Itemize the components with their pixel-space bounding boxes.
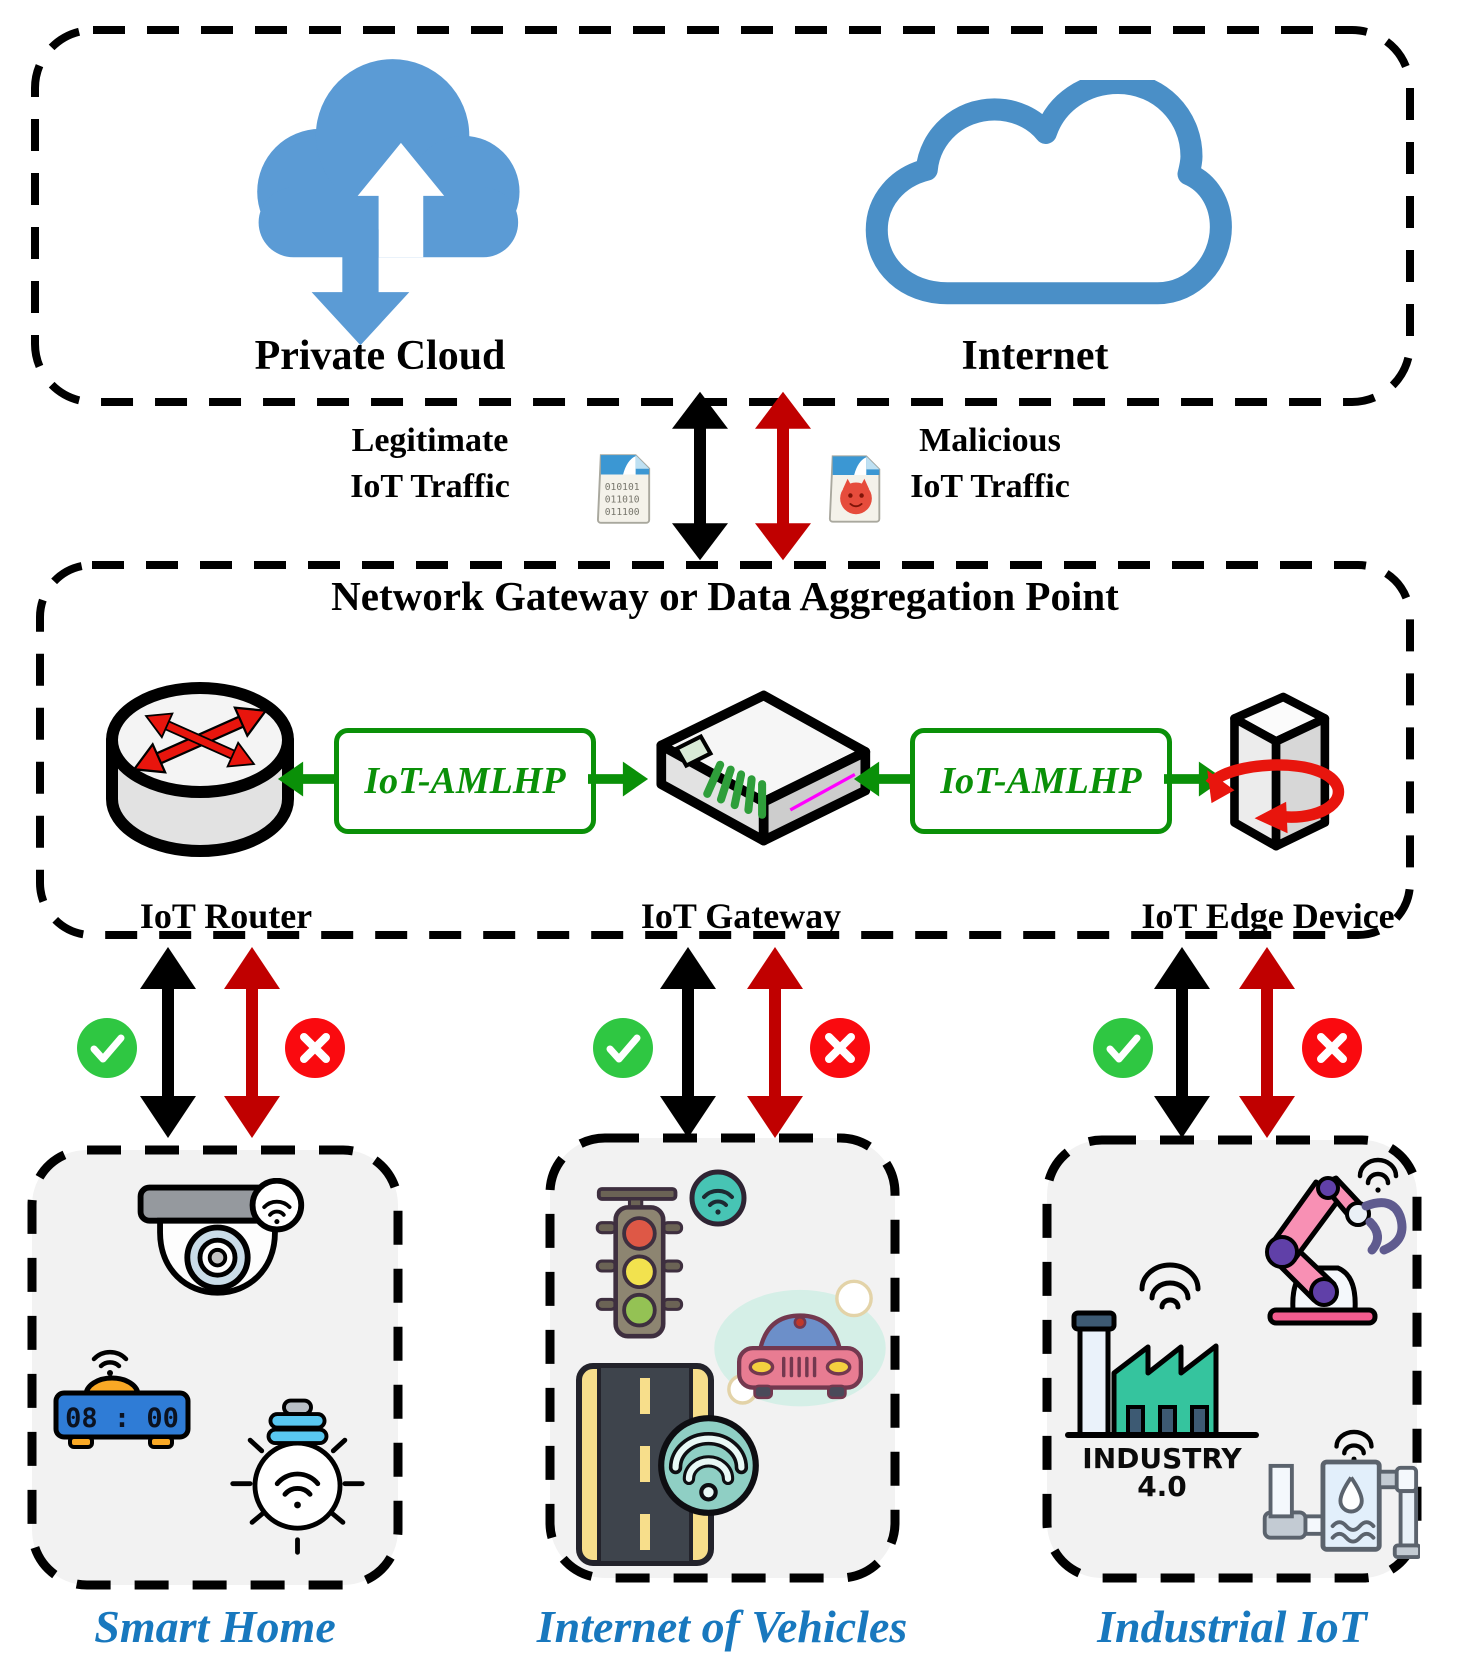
factory-wifi-icon xyxy=(1139,1262,1201,1310)
malicious-link-arrow-3 xyxy=(1239,947,1295,1138)
industry-text-line1: INDUSTRY xyxy=(1082,1442,1242,1475)
malicious-traffic-line1: Malicious xyxy=(919,422,1061,459)
car-grille xyxy=(782,1356,817,1378)
iot-edge-device-label: IoT Edge Device xyxy=(1141,896,1395,936)
iot-gateway-icon xyxy=(656,690,871,846)
internet-cloud-icon xyxy=(865,80,1232,305)
allowed-check-icon-3 xyxy=(1093,1018,1153,1078)
legit-link-arrow-2 xyxy=(660,947,716,1138)
clock-wifi-icon xyxy=(91,1349,129,1369)
iot-edge-device-icon xyxy=(1205,692,1345,851)
malicious-traffic-arrow xyxy=(755,391,811,561)
clock-time-display: 08 : 00 xyxy=(65,1403,179,1434)
legit-link-arrow-3 xyxy=(1154,947,1210,1138)
binary-file-icon: 010101 011010 011100 xyxy=(596,454,651,524)
private-cloud-label: Private Cloud xyxy=(254,333,506,379)
malicious-traffic-line2: IoT Traffic xyxy=(910,468,1070,505)
edge-sync-arrows xyxy=(1205,759,1345,834)
amlhp-to-gateway-left-arrow xyxy=(588,761,649,797)
bulb-wifi-icon xyxy=(274,1471,321,1497)
vehicles-label: Internet of Vehicles xyxy=(536,1601,908,1652)
private-cloud-icon xyxy=(257,59,520,346)
amlhp-right-label: IoT-AMLHP xyxy=(940,760,1142,802)
devil-face-icon xyxy=(840,478,872,515)
smart-bulb-icon xyxy=(230,1398,365,1555)
meter-wifi-icon xyxy=(1334,1429,1374,1456)
gateway-screen xyxy=(673,733,714,769)
cloud-zone-dashed-border xyxy=(31,26,1414,406)
yellow-light xyxy=(622,1254,657,1290)
malware-file-icon xyxy=(828,455,881,523)
gateway-zone-dashed-border xyxy=(36,561,1414,939)
binary-line-1: 010101 xyxy=(605,482,640,493)
smart-clock-icon: 08 : 00 xyxy=(53,1349,191,1449)
traffic-light-icon xyxy=(595,1187,684,1339)
smart-road-icon xyxy=(576,1363,714,1566)
factory-icon: INDUSTRY 4.0 xyxy=(1065,1262,1259,1500)
iot-router-icon xyxy=(106,682,294,857)
amlhp-to-router-arrow xyxy=(277,761,338,797)
bulb-rays xyxy=(230,1437,365,1555)
amlhp-left-label: IoT-AMLHP xyxy=(364,760,566,802)
industrial-label: Industrial IoT xyxy=(1097,1601,1367,1652)
legitimate-traffic-line2: IoT Traffic xyxy=(350,468,510,505)
download-arrow-icon xyxy=(311,229,410,346)
amlhp-to-gateway-right-arrow xyxy=(853,761,914,797)
gateway-zone-box xyxy=(35,560,1415,940)
iot-router-label: IoT Router xyxy=(139,896,313,936)
water-meter-icon xyxy=(1262,1429,1420,1560)
green-light xyxy=(622,1292,657,1328)
internet-label: Internet xyxy=(961,333,1109,379)
allowed-check-icon-1 xyxy=(77,1018,137,1078)
amlhp-right-box: IoT-AMLHP xyxy=(910,728,1172,834)
upload-arrow-icon xyxy=(357,142,445,258)
connected-car-icon xyxy=(714,1279,886,1407)
car-windshield xyxy=(757,1313,843,1354)
industry-text-line2: 4.0 xyxy=(1137,1470,1187,1500)
camera-wifi-icon xyxy=(249,1178,305,1233)
red-light xyxy=(622,1216,657,1251)
cloud-zone-box xyxy=(30,25,1415,407)
traffic-wifi-icon xyxy=(689,1169,747,1227)
amlhp-left-box: IoT-AMLHP xyxy=(334,728,596,834)
robot-arm-icon xyxy=(1265,1157,1407,1326)
road-center-dashes xyxy=(640,1378,650,1550)
gateway-antenna-prongs xyxy=(703,760,767,819)
legitimate-traffic-arrow xyxy=(672,391,728,561)
malicious-traffic-label: Malicious IoT Traffic xyxy=(830,418,1150,510)
smart-home-label: Smart Home xyxy=(94,1601,336,1652)
water-drop xyxy=(1338,1476,1364,1514)
robot-claw xyxy=(1361,1198,1407,1255)
road-wifi-icon xyxy=(658,1415,759,1516)
legitimate-traffic-label: Legitimate IoT Traffic xyxy=(270,418,590,510)
legit-link-arrow-1 xyxy=(140,947,196,1138)
malicious-link-arrow-1 xyxy=(224,947,280,1138)
binary-line-3: 011100 xyxy=(605,507,640,518)
gateway-status-line xyxy=(789,773,856,812)
security-camera-icon xyxy=(137,1178,305,1296)
blocked-cross-icon-2 xyxy=(810,1018,870,1078)
malicious-link-arrow-2 xyxy=(747,947,803,1138)
binary-line-2: 011010 xyxy=(605,495,640,506)
factory-windows xyxy=(1126,1405,1209,1437)
blocked-cross-icon-3 xyxy=(1302,1018,1362,1078)
allowed-check-icon-2 xyxy=(593,1018,653,1078)
blocked-cross-icon-1 xyxy=(285,1018,345,1078)
iot-gateway-label: IoT Gateway xyxy=(640,896,842,936)
gateway-zone-title: Network Gateway or Data Aggregation Poin… xyxy=(331,573,1119,619)
legitimate-traffic-line1: Legitimate xyxy=(351,422,509,459)
robot-wifi-icon xyxy=(1357,1157,1399,1186)
